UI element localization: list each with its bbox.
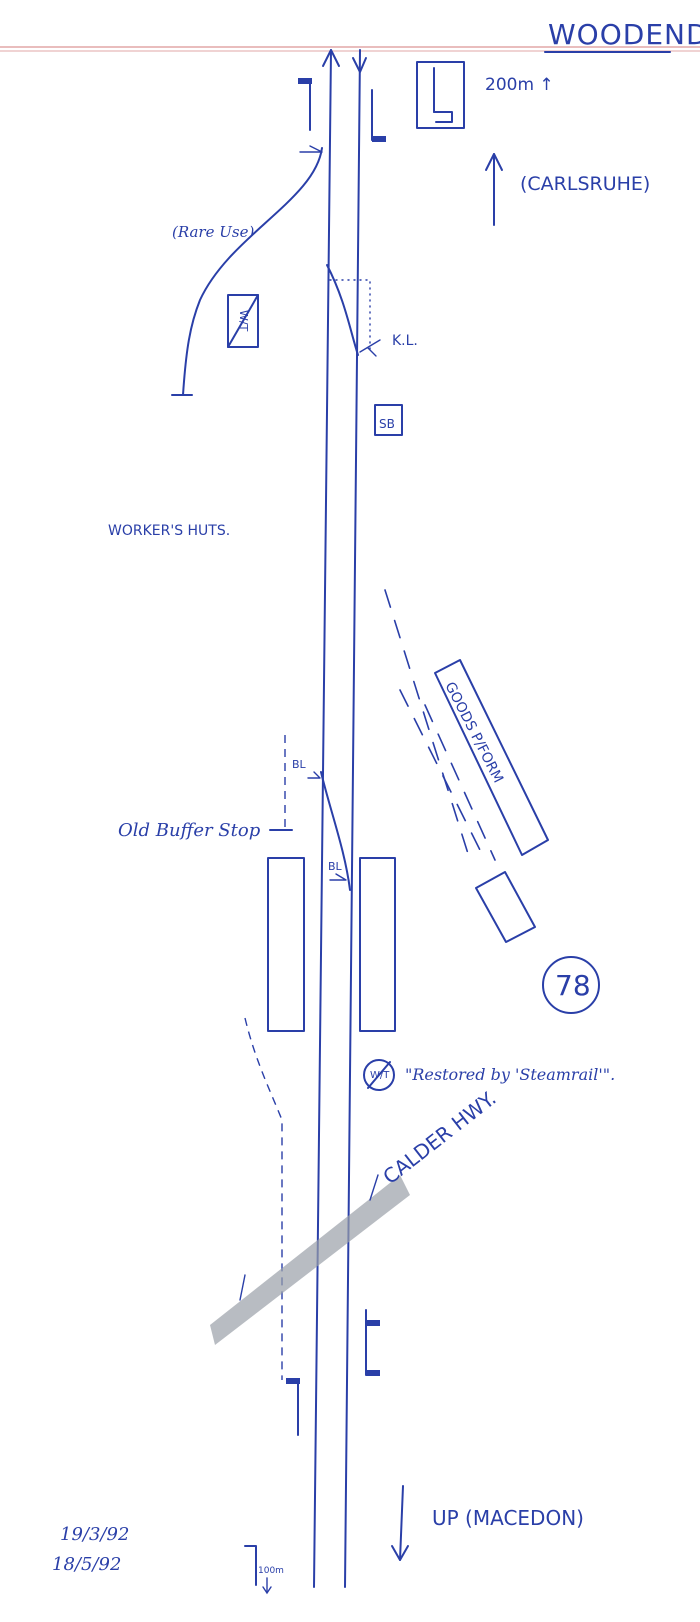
signal-lower-right xyxy=(365,1309,380,1376)
distance-top-label: 200m ↑ xyxy=(485,75,554,95)
direction-macedon-label: UP (MACEDON) xyxy=(432,1506,584,1530)
top-structure-box xyxy=(416,61,465,129)
water-tank-box xyxy=(227,294,259,348)
restored-note: "Restored by 'Steamrail'". xyxy=(405,1065,615,1084)
water-tank-restored xyxy=(363,1059,395,1091)
signal-lower-left xyxy=(286,1378,300,1436)
goods-platform xyxy=(434,659,549,856)
workers-huts-label: WORKER'S HUTS. xyxy=(108,523,230,539)
date-2: 18/5/92 xyxy=(52,1554,121,1575)
distance-bottom-label: 100m xyxy=(258,1566,284,1576)
platform-left xyxy=(267,857,305,1032)
direction-carlsruhe-label: (CARLSRUHE) xyxy=(520,173,650,195)
bl-lower-label: BL xyxy=(328,860,343,873)
crossover-kl xyxy=(326,264,381,357)
main-running-lines xyxy=(313,49,367,1588)
signal-top-left xyxy=(298,78,312,131)
direction-arrow-up-icon xyxy=(485,153,503,226)
signal-box xyxy=(374,404,403,436)
calder-highway xyxy=(210,1174,410,1345)
old-buffer-stop xyxy=(269,735,293,831)
signal-box-label: SB xyxy=(379,417,395,431)
page-title: WOODEND xyxy=(548,18,700,51)
rare-use-siding xyxy=(171,145,323,396)
direction-arrow-down-icon xyxy=(391,1485,409,1561)
platform-right xyxy=(359,857,396,1032)
old-buffer-stop-label: Old Buffer Stop xyxy=(118,820,261,841)
date-1: 19/3/92 xyxy=(60,1524,129,1545)
lower-left-siding xyxy=(244,1017,283,1380)
road-label: CALDER HWY. xyxy=(378,1086,500,1189)
rare-use-label: (Rare Use) xyxy=(172,223,254,241)
water-tank-restored-label: W/T xyxy=(370,1070,390,1081)
goods-shed-box xyxy=(475,871,536,943)
kl-label: K.L. xyxy=(392,333,418,349)
crossover-bl xyxy=(307,771,351,891)
bottom-distance-marker xyxy=(244,1545,272,1595)
circle-78 xyxy=(542,956,600,1014)
signal-top-right xyxy=(371,89,386,142)
bl-upper-label: BL xyxy=(292,758,307,771)
goods-dashed-tracks xyxy=(384,589,496,861)
water-tank-label: W/T xyxy=(237,310,250,332)
circle-number-label: 78 xyxy=(555,969,591,1002)
